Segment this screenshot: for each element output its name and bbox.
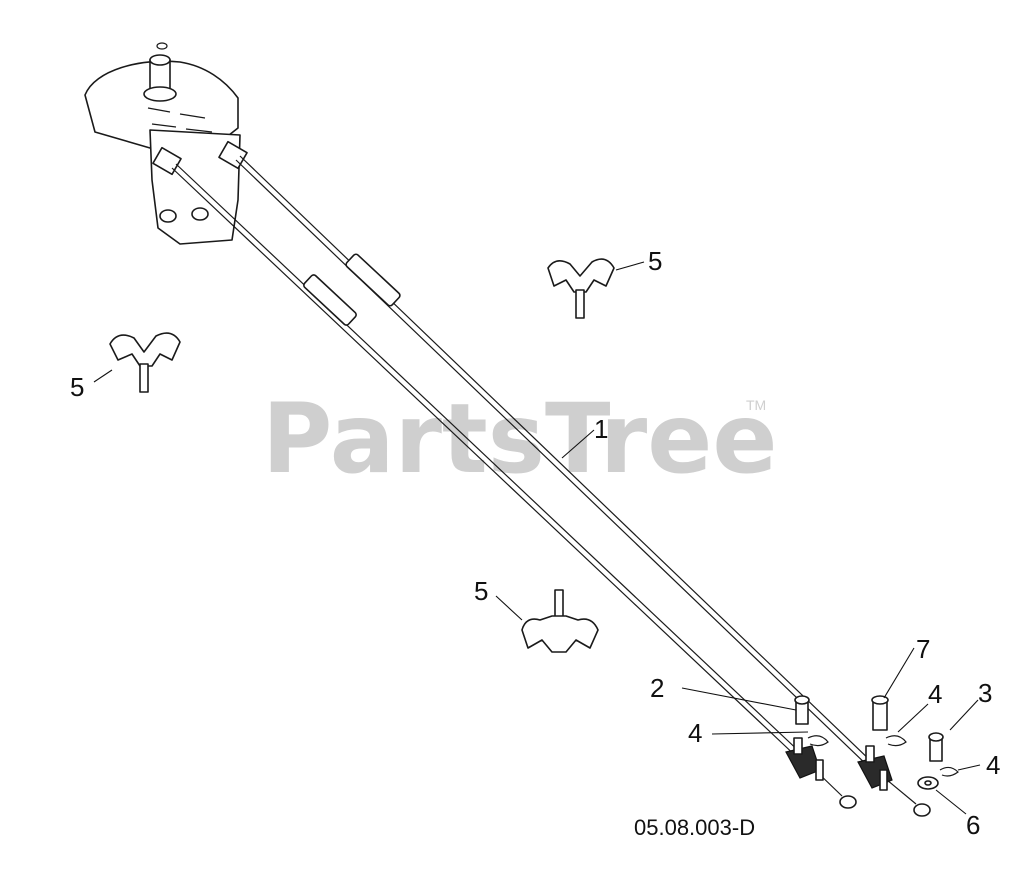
- cable-end-right: [857, 745, 931, 817]
- callout-4-b: 4: [928, 679, 942, 709]
- leader-4b: [897, 703, 929, 733]
- hairpin-clip-a: [807, 735, 829, 747]
- leader-5c: [495, 595, 523, 621]
- callout-7: 7: [916, 634, 930, 664]
- leader-lines: [93, 261, 981, 815]
- pin-part-2: [794, 695, 810, 725]
- callout-2: 2: [650, 673, 664, 703]
- leader-7: [883, 647, 915, 699]
- cable-left: [171, 163, 805, 761]
- callout-5-c: 5: [474, 576, 488, 606]
- leader-5b: [93, 369, 113, 383]
- leader-4c: [957, 764, 981, 771]
- leader-6: [935, 789, 967, 815]
- cable-clamp-c: [521, 589, 599, 653]
- leader-1: [561, 429, 595, 459]
- cable-right: [235, 155, 875, 769]
- diagram-code: 05.08.003-D: [634, 815, 755, 840]
- callout-1: 1: [594, 414, 608, 444]
- cable-clamp-a: [547, 258, 615, 319]
- callout-4-c: 4: [986, 750, 1000, 780]
- hairpin-clip-b: [885, 735, 907, 747]
- callout-3: 3: [978, 678, 992, 708]
- chute-bracket-assembly: [84, 42, 248, 245]
- callout-5-a: 5: [648, 246, 662, 276]
- hairpin-clip-c: [939, 766, 959, 777]
- cable-clamp-b: [109, 332, 181, 393]
- leader-2: [681, 687, 797, 711]
- leader-4a: [711, 731, 809, 735]
- cable-end-left: [785, 737, 857, 809]
- leader-3: [949, 699, 979, 731]
- washer-part-6: [917, 776, 939, 790]
- callout-5-b: 5: [70, 372, 84, 402]
- watermark-text: PartsTree: [262, 383, 777, 495]
- callout-4-a: 4: [688, 718, 702, 748]
- pin-part-3: [928, 732, 944, 762]
- callout-6: 6: [966, 810, 980, 840]
- watermark-trademark: TM: [746, 397, 766, 413]
- pin-part-7: [871, 695, 889, 731]
- leader-5a: [615, 261, 645, 271]
